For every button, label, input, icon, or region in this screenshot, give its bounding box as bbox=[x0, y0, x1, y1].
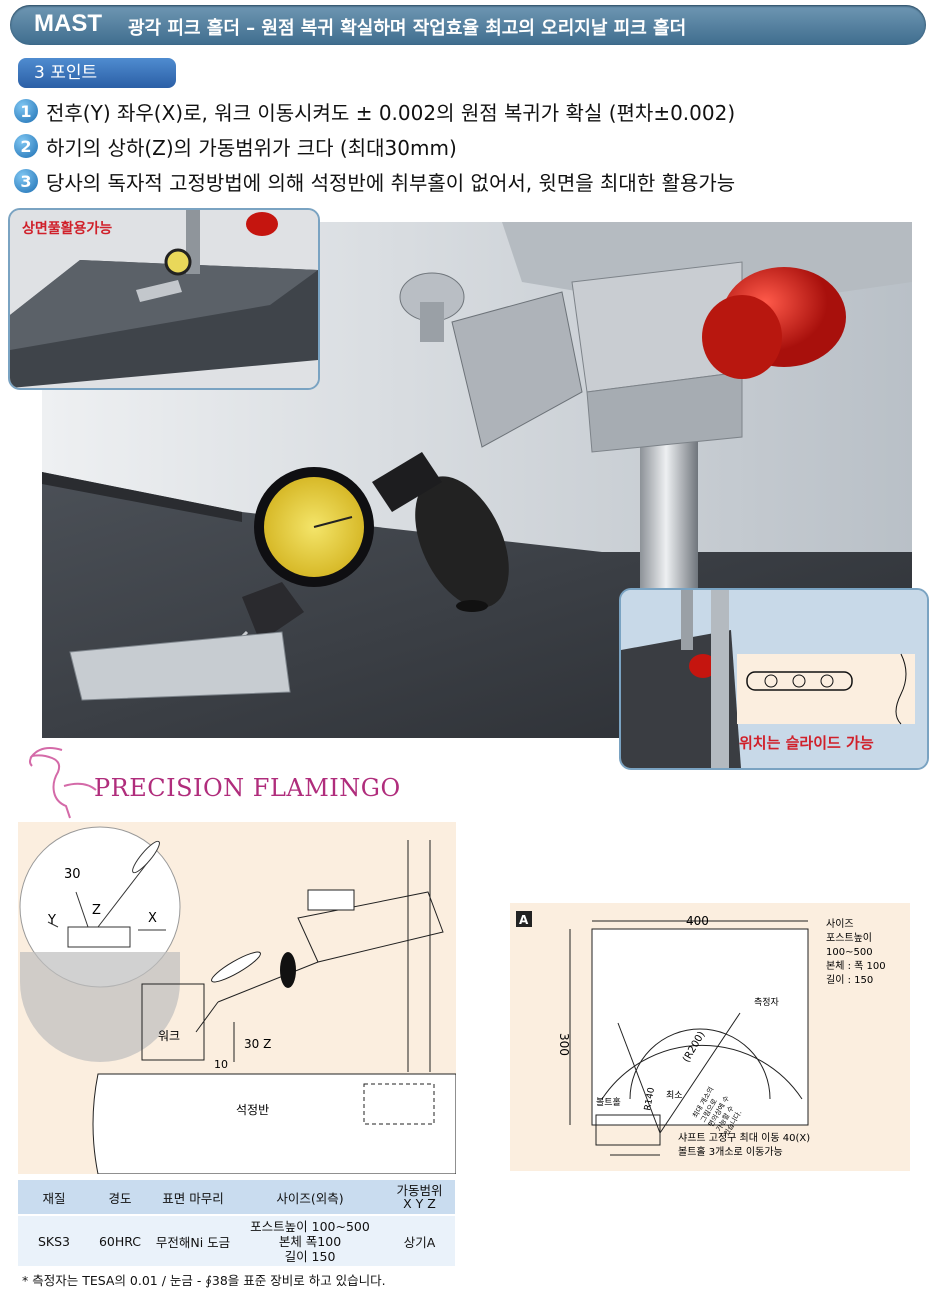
inset-top-surface: 상면풀활용가능 bbox=[8, 208, 320, 390]
size-line-2: 본체 폭100 bbox=[278, 1233, 342, 1249]
col-range-axes: X Y Z bbox=[403, 1196, 436, 1211]
col-finish: 표면 마무리 bbox=[150, 1180, 236, 1215]
axis-z-small: Z bbox=[92, 903, 101, 918]
table-header-row: 재질 경도 표면 마무리 사이즈(외측) 가동범위 X Y Z bbox=[18, 1180, 455, 1215]
cell-finish: 무전해Ni 도금 bbox=[150, 1214, 236, 1266]
drawing-tag: A bbox=[519, 913, 529, 927]
col-material: 재질 bbox=[18, 1180, 90, 1215]
spec-line-2: 포스트높이 bbox=[826, 932, 872, 944]
bolt-note: 볼트홀 3개소로 이동가능 bbox=[678, 1145, 783, 1158]
title-subtitle: 광각 피크 홀더 – 원점 복귀 확실하며 작업효율 최고의 오리지날 피크 홀… bbox=[128, 18, 687, 39]
col-size: 사이즈(외측) bbox=[236, 1180, 384, 1215]
logo-text: PRECISION FLAMINGO bbox=[94, 774, 401, 802]
point-item-1: 1 전후(Y) 좌우(X)로, 워크 이동시켜도 ± 0.002의 원점 복귀가… bbox=[14, 96, 735, 126]
brand-name: MAST bbox=[34, 10, 102, 37]
z-range-label: 30 Z bbox=[244, 1037, 271, 1051]
r140-label: R140 bbox=[643, 1086, 657, 1111]
spec-line-4: 본체 : 폭 100 bbox=[826, 960, 886, 972]
title-bar: MAST 광각 피크 홀더 – 원점 복귀 확실하며 작업효율 최고의 오리지날… bbox=[10, 5, 926, 45]
spec-line-1: 사이즈 bbox=[826, 918, 854, 930]
cell-range: 상기A bbox=[384, 1214, 455, 1266]
point-item-3: 3 당사의 독자적 고정방법에 의해 석정반에 취부홀이 없어서, 윗면을 최대… bbox=[14, 166, 735, 196]
cell-material: SKS3 bbox=[18, 1214, 90, 1266]
point-text-2: 하기의 상하(Z)의 가동범위가 크다 (최대30mm) bbox=[46, 135, 457, 160]
dimension-drawing: A 400 300 (R200) R140 최소 측정자 볼트홀 최대 개소의 … bbox=[510, 903, 910, 1171]
flamingo-logo: PRECISION FLAMINGO bbox=[22, 740, 412, 820]
cell-hardness: 60HRC bbox=[90, 1214, 150, 1266]
size-line-3: 길이 150 bbox=[284, 1248, 336, 1264]
number-3-icon: 3 bbox=[14, 169, 38, 193]
inset-slide: 위치는 슬라이드 가능 bbox=[619, 588, 929, 770]
inset-right-label: 위치는 슬라이드 가능 bbox=[739, 734, 874, 752]
number-1-icon: 1 bbox=[14, 99, 38, 123]
spec-line-3: 100~500 bbox=[826, 947, 873, 958]
inset-left-label: 상면풀활용가능 bbox=[22, 221, 113, 237]
work-label: 워크 bbox=[158, 1029, 180, 1043]
axis-x: X bbox=[148, 911, 157, 926]
axis-y: Y bbox=[47, 913, 56, 928]
min-label: 최소 bbox=[666, 1090, 683, 1101]
cell-size: 포스트높이 100~500 본체 폭100 길이 150 bbox=[236, 1214, 384, 1266]
spec-table: 재질 경도 표면 마무리 사이즈(외측) 가동범위 X Y Z SKS3 60H… bbox=[18, 1180, 455, 1266]
shaft-note: 샤프트 고정구 최대 이동 40(X) bbox=[678, 1132, 810, 1144]
plate-label: 석정반 bbox=[236, 1103, 269, 1117]
probe-label: 측정자 bbox=[754, 997, 780, 1008]
points-badge: 3 포인트 bbox=[18, 58, 176, 88]
offset-label: 10 bbox=[214, 1058, 228, 1071]
spec-line-5: 길이 : 150 bbox=[826, 973, 873, 986]
side-view-diagram: 30 Z Y X 워크 30 Z 10 석정반 bbox=[18, 822, 456, 1174]
angle-label: 30 bbox=[64, 867, 81, 882]
col-hardness: 경도 bbox=[90, 1180, 150, 1215]
number-2-icon: 2 bbox=[14, 134, 38, 158]
footnote: * 측정자는 TESA의 0.01 / 눈금 - ∮38을 표준 장비로 하고 … bbox=[22, 1273, 386, 1288]
point-text-1: 전후(Y) 좌우(X)로, 워크 이동시켜도 ± 0.002의 원점 복귀가 확… bbox=[46, 100, 736, 125]
point-item-2: 2 하기의 상하(Z)의 가동범위가 크다 (최대30mm) bbox=[14, 131, 457, 161]
bolt-hole-label: 볼트홀 bbox=[596, 1096, 621, 1108]
height-dimension: 300 bbox=[557, 1033, 571, 1056]
width-dimension: 400 bbox=[686, 914, 709, 928]
col-range-label: 가동범위 bbox=[396, 1183, 443, 1198]
point-text-3: 당사의 독자적 고정방법에 의해 석정반에 취부홀이 없어서, 윗면을 최대한 … bbox=[46, 170, 736, 195]
flamingo-icon bbox=[29, 747, 97, 819]
col-range: 가동범위 X Y Z bbox=[384, 1180, 455, 1215]
size-line-1: 포스트높이 100~500 bbox=[250, 1218, 370, 1234]
table-row: SKS3 60HRC 무전해Ni 도금 포스트높이 100~500 본체 폭10… bbox=[18, 1214, 455, 1266]
